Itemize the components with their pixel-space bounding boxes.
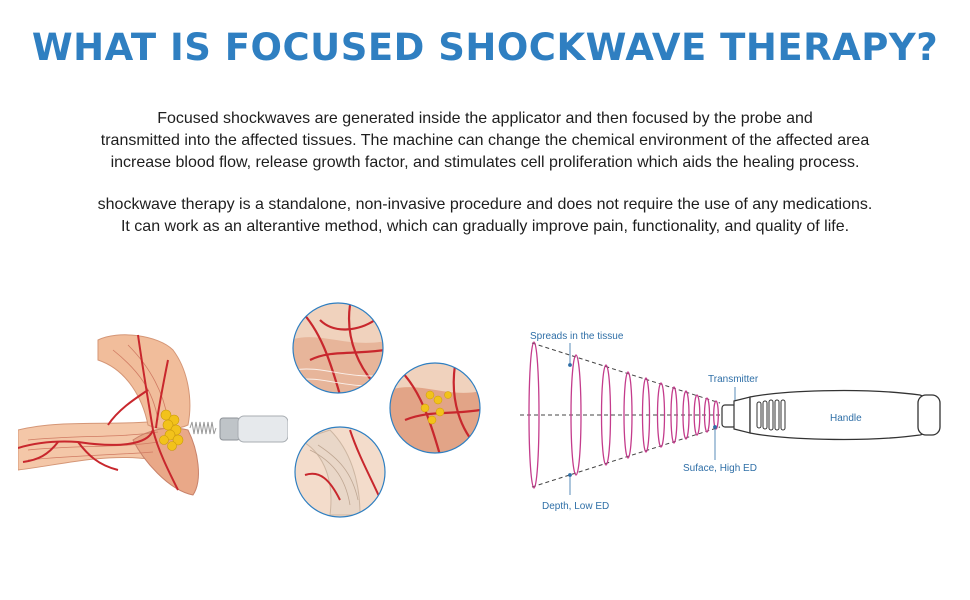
handle-end-cap	[917, 394, 941, 436]
label-spreads-in-tissue: Spreads in the tissue	[530, 331, 624, 342]
wavefronts	[528, 341, 719, 489]
intro-paragraph-1: Focused shockwaves are generated inside …	[20, 108, 950, 174]
elbow-joint	[132, 427, 199, 496]
transmitter-collar	[733, 396, 751, 434]
intro-line: increase blood flow, release growth fact…	[110, 154, 860, 171]
upper-arm-shape	[97, 334, 191, 430]
inflamed-tissue	[159, 409, 184, 451]
label-transmitter: Transmitter	[708, 374, 759, 385]
magnified-circle-3	[295, 427, 385, 517]
cone-lines	[520, 342, 730, 488]
intro-line: transmitted into the affected tissues. T…	[100, 132, 870, 149]
page-title: WHAT IS FOCUSED SHOCKWAVE THERAPY?	[31, 26, 939, 69]
magnified-circle-1	[293, 303, 383, 393]
magnified-circle-2	[390, 363, 480, 453]
intro-line: shockwave therapy is a standalone, non-i…	[97, 196, 873, 213]
label-surface-high-ed: Suface, High ED	[683, 463, 757, 474]
intro-line: Focused shockwaves are generated inside …	[157, 110, 813, 127]
arteries	[18, 334, 179, 491]
shockwave-spring	[189, 421, 217, 435]
applicator-head	[219, 417, 241, 441]
magnified-tissue-circles	[292, 302, 481, 518]
label-depth-low-ed: Depth, Low ED	[542, 501, 609, 512]
applicator-body	[237, 415, 288, 443]
intro-line: It can work as an alterantive method, wh…	[120, 218, 850, 235]
shockwave-propagation-diagram: Spreads in the tissue Transmitter Handle…	[520, 331, 941, 512]
label-handle: Handle	[830, 413, 862, 424]
elbow-treatment-illustration	[18, 334, 288, 496]
intro-paragraph-2: shockwave therapy is a standalone, non-i…	[20, 194, 950, 238]
grip-ridges	[756, 399, 786, 431]
